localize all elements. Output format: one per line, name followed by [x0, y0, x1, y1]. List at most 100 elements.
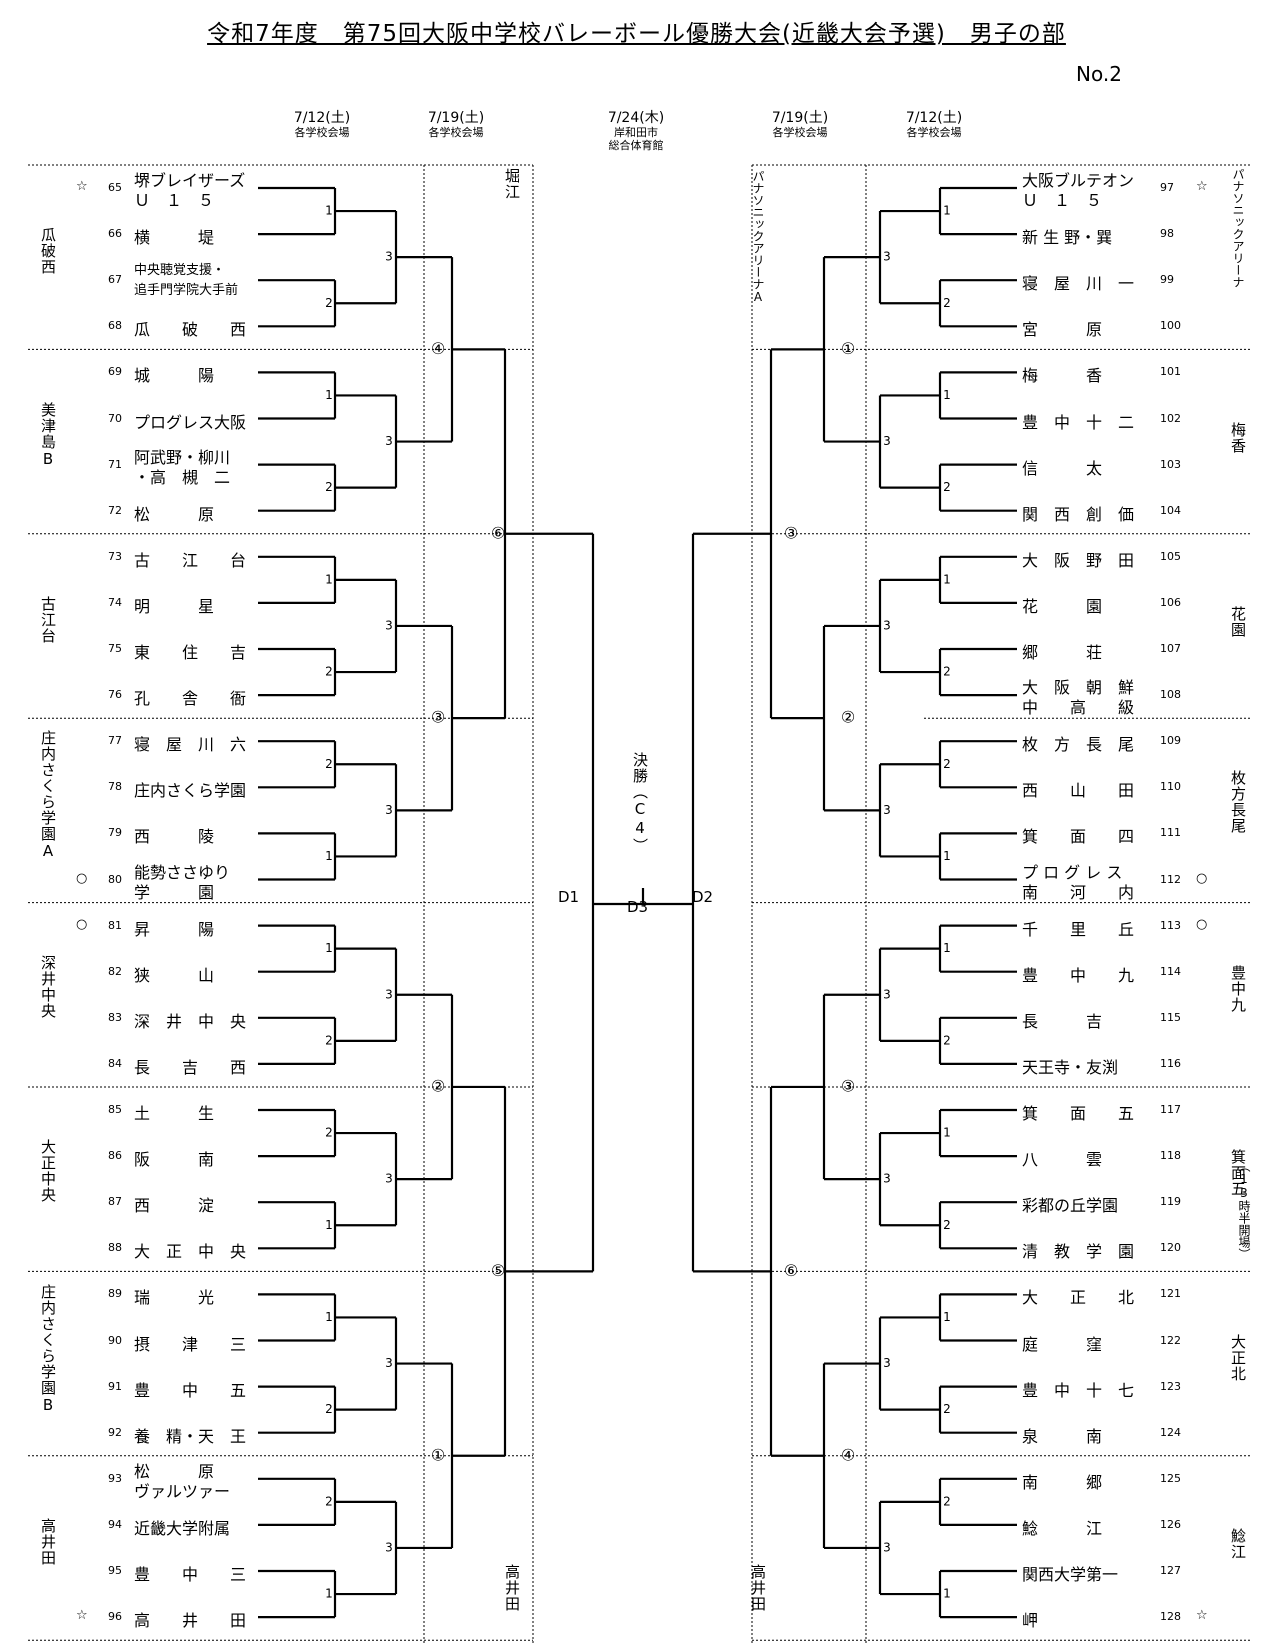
team-number-left: 89: [108, 1287, 122, 1301]
group-name-left: 美津島B: [39, 401, 57, 469]
match-label-left-r1: 1: [325, 204, 333, 218]
team-number-left: 90: [108, 1333, 122, 1347]
team-number-right: 121: [1160, 1287, 1181, 1301]
team-number-left: 93: [108, 1471, 122, 1485]
venue-line1: 岸和田市: [614, 126, 658, 139]
team-number-left: 78: [108, 780, 122, 794]
team-name-left: 中央聴覚支援・: [134, 263, 226, 279]
team-name-right: 関 西 創 価: [1022, 504, 1135, 524]
match-label-right-r1: 1: [943, 572, 951, 586]
team-number-left: 77: [108, 734, 122, 748]
team-name-left-line2: ・高 槻 二: [134, 467, 231, 487]
team-number-left: 74: [108, 595, 122, 609]
team-number-right: 118: [1160, 1149, 1181, 1163]
team-number-right: 128: [1160, 1610, 1181, 1624]
match-label-left-r3: ④: [431, 339, 445, 358]
team-number-right: 115: [1160, 1010, 1181, 1024]
match-label-right-r1: 2: [943, 1494, 951, 1508]
group-name-right: 花園: [1229, 605, 1247, 638]
match-label-right-r1: 1: [943, 388, 951, 402]
match-label-right-r2: 3: [883, 1356, 891, 1370]
team-name-right: 豊 中 九: [1022, 965, 1135, 985]
team-number-right: 125: [1160, 1471, 1181, 1485]
match-label-left-r2: 3: [385, 1356, 393, 1370]
team-number-left: 79: [108, 826, 122, 840]
team-name-right-line2: 南 河 内: [1022, 882, 1135, 902]
team-name-right-line2: 中 高 級: [1022, 698, 1135, 718]
team-number-left: 85: [108, 1103, 122, 1116]
team-number-right: 98: [1160, 227, 1174, 241]
team-name-left: 堺ブレイザーズ: [134, 171, 246, 190]
seed-mark-right: ☆: [1196, 1608, 1208, 1624]
group-name-right: 梅香: [1229, 421, 1247, 454]
team-name-right: 天王寺・友渕: [1022, 1057, 1119, 1077]
team-name-left: 西 陵: [134, 827, 215, 847]
match-label-left-r2: 3: [385, 434, 393, 448]
date: 7/19(土): [771, 110, 829, 126]
match-label-left-r1: 1: [325, 1310, 333, 1324]
team-name-right: 豊 中 十 二: [1022, 412, 1135, 432]
team-name-left: 高 井 田: [134, 1611, 247, 1631]
team-number-right: 103: [1160, 457, 1181, 471]
group-name-left: 庄内さくら学園A: [39, 730, 57, 862]
team-name-left: 阪 南: [134, 1150, 215, 1170]
match-label-left-r3: ②: [431, 1076, 445, 1095]
seed-mark-right: ○: [1196, 916, 1208, 932]
team-number-right: 122: [1160, 1333, 1181, 1347]
team-number-right: 108: [1160, 688, 1181, 702]
match-label-right-r1: 1: [943, 849, 951, 863]
team-number-right: 101: [1160, 365, 1181, 379]
match-label-left-r1: 2: [325, 1033, 333, 1047]
team-name-left: 松 原: [134, 1461, 215, 1481]
match-label-left-r2: 3: [385, 1540, 393, 1554]
team-name-right: 宮 原: [1022, 320, 1103, 340]
match-label-left-r1: 1: [325, 849, 333, 863]
team-name-right: 箕 面 四: [1022, 827, 1135, 847]
match-label-left-r4: ⑥: [491, 523, 505, 542]
match-label-right-r3: ②: [841, 708, 855, 727]
team-number-right: 106: [1160, 595, 1181, 609]
team-name-right: 八 雲: [1022, 1150, 1103, 1170]
team-name-left: 寝 屋 川 六: [134, 735, 247, 755]
group-name-left: 大正中央: [39, 1139, 57, 1204]
team-name-left-line2: ヴァルツァー: [134, 1481, 231, 1501]
venue-right-bottom: 高井田: [749, 1564, 767, 1612]
team-name-left-line2: Ｕ １ ５: [134, 191, 215, 210]
team-name-right: 千 里 丘: [1022, 919, 1135, 939]
date: 7/12(土): [905, 110, 963, 126]
team-name-right: 鯰 江: [1022, 1518, 1103, 1538]
match-label-left-r1: 2: [325, 665, 333, 679]
team-name-right: 彩都の丘学園: [1022, 1196, 1119, 1216]
team-name-right: 庭 窪: [1022, 1334, 1103, 1354]
team-number-right: 97: [1160, 181, 1174, 194]
team-name-right: 大阪ブルテオン: [1022, 171, 1135, 190]
group-name-right: 鯰江: [1229, 1527, 1247, 1560]
match-label-right-r1: 2: [943, 296, 951, 310]
seed-mark-left: ○: [76, 870, 88, 886]
team-number-right: 107: [1160, 642, 1181, 655]
date: 7/19(土): [427, 110, 485, 126]
team-number-right: 119: [1160, 1195, 1181, 1209]
team-name-left: 養 精・天 王: [134, 1426, 247, 1446]
group-name-right: 豊中九: [1229, 964, 1247, 1013]
team-name-left: 狭 山: [134, 965, 215, 985]
team-name-right: 寝 屋 川 一: [1022, 274, 1135, 294]
team-number-left: 80: [108, 872, 122, 886]
team-name-right: 西 山 田: [1022, 781, 1135, 801]
team-name-right: 岬: [1022, 1611, 1039, 1631]
team-number-right: 112: [1160, 872, 1181, 886]
team-name-left: 昇 陽: [134, 919, 215, 939]
team-number-right: 117: [1160, 1103, 1181, 1116]
team-number-right: 113: [1160, 918, 1181, 932]
date: 7/12(土): [293, 110, 351, 126]
team-name-left: 阿武野・柳川: [134, 447, 231, 467]
team-number-right: 104: [1160, 503, 1181, 517]
team-name-left: 能勢ささゆり: [134, 862, 231, 882]
match-label-right-r1: 2: [943, 1218, 951, 1232]
seed-mark-right: ○: [1196, 870, 1208, 886]
team-number-right: 105: [1160, 549, 1181, 563]
match-label-right-r3: ④: [841, 1445, 855, 1464]
final-label: 決勝（C4）: [631, 752, 649, 854]
match-label-right-r1: 2: [943, 757, 951, 771]
